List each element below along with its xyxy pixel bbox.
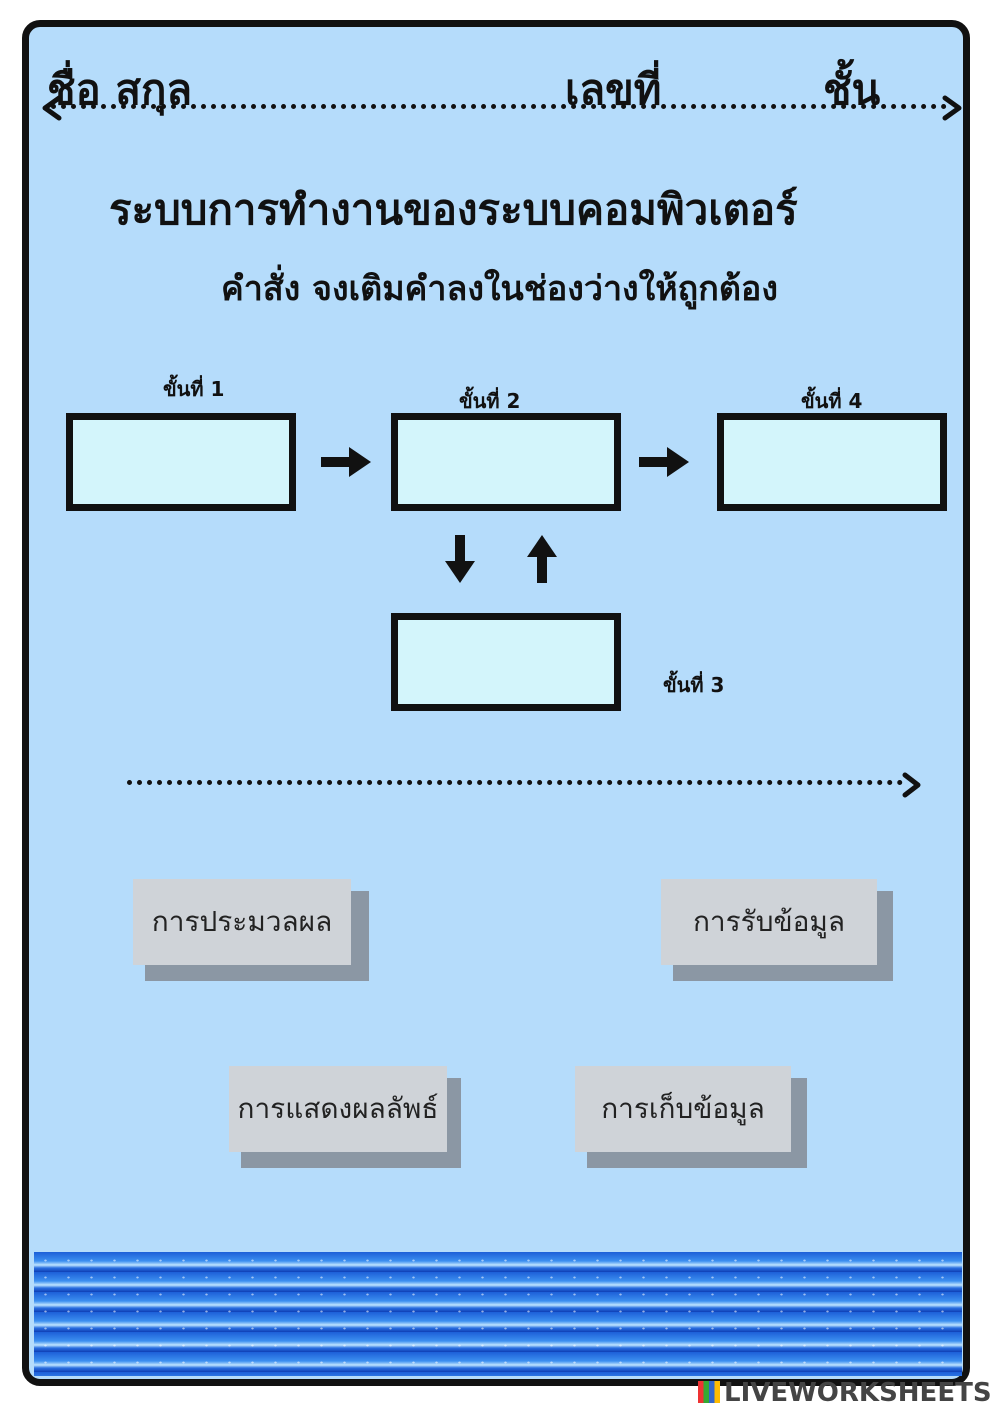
arrow-right-icon <box>942 95 962 121</box>
answer-box-step-2[interactable] <box>391 413 621 511</box>
number-label: เลขที่ <box>565 65 662 114</box>
arrow-down-icon <box>445 535 475 583</box>
worksheet-frame: ชื่อ สกุล เลขที่ ชั้น ระบบการทำงานของระบ… <box>22 20 970 1386</box>
liveworksheets-watermark: LIVEWORKSHEETS <box>698 1380 992 1406</box>
arrow-right-icon <box>639 447 689 477</box>
arrow-right-icon <box>902 772 921 798</box>
step-4-label: ขั้นที่ 4 <box>801 389 863 413</box>
step-1-label: ขั้นที่ 1 <box>163 377 225 401</box>
choice-tile-processing[interactable]: การประมวลผล <box>133 879 351 965</box>
answer-box-step-3[interactable] <box>391 613 621 711</box>
arrow-up-icon <box>527 535 557 583</box>
separator-dotted-line <box>127 780 903 785</box>
liveworksheets-logo-icon <box>698 1381 720 1403</box>
arrow-left-icon <box>42 95 62 121</box>
page-title: ระบบการทำงานของระบบคอมพิวเตอร์ <box>109 185 798 234</box>
answer-box-step-4[interactable] <box>717 413 947 511</box>
choice-tile-input[interactable]: การรับข้อมูล <box>661 879 877 965</box>
class-label: ชั้น <box>823 65 881 114</box>
step-3-label: ขั้นที่ 3 <box>663 673 725 697</box>
instruction-text: คำสั่ง จงเติมคำลงในช่องว่างให้ถูกต้อง <box>221 269 778 309</box>
step-2-label: ขั้นที่ 2 <box>459 389 521 413</box>
name-label: ชื่อ สกุล <box>47 65 193 114</box>
choice-tile-storage[interactable]: การเก็บข้อมูล <box>575 1066 791 1152</box>
answer-box-step-1[interactable] <box>66 413 296 511</box>
choice-tile-output[interactable]: การแสดงผลลัพธ์ <box>229 1066 447 1152</box>
header-dotted-line <box>51 104 947 109</box>
arrow-right-icon <box>321 447 371 477</box>
decorative-water-band <box>34 1252 962 1376</box>
